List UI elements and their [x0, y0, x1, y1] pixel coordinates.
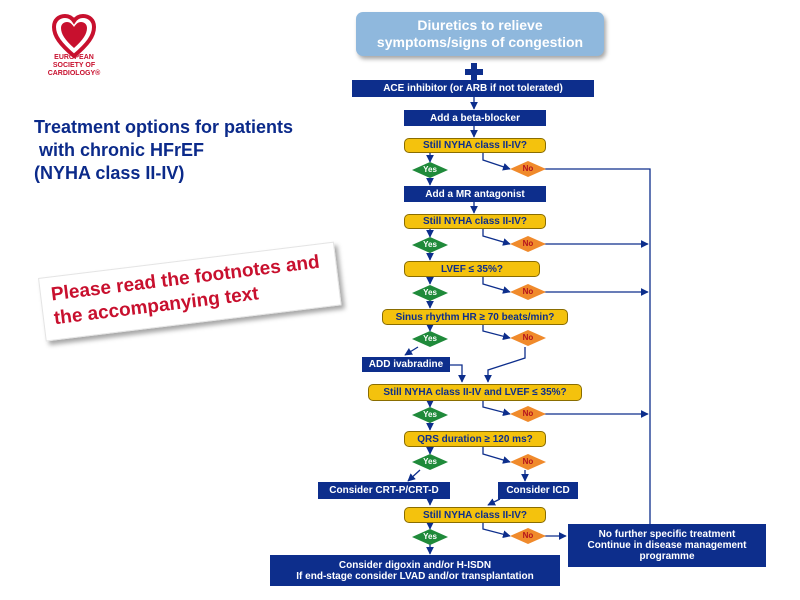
yes-diamond-shape: [412, 162, 448, 178]
page-title: Treatment options for patients with chro…: [34, 117, 294, 183]
ace-inhibitor-box: ACE inhibitor (or ARB if not tolerated): [352, 80, 594, 97]
esc-logo-text: EUROPEAN SOCIETY OF CARDIOLOGY®: [47, 54, 101, 77]
yes-label: Yes: [423, 240, 437, 249]
no-branch-1: No: [510, 161, 546, 177]
mr-antagonist-box: Add a MR antagonist: [404, 186, 546, 202]
no-label: No: [522, 287, 534, 296]
yes-diamond-shape: [412, 331, 448, 347]
question-nyha-lvef: Still NYHA class II-IV and LVEF ≤ 35%?: [368, 384, 582, 401]
no-branch-3: No: [510, 284, 546, 300]
yes-label: Yes: [423, 532, 437, 541]
no-branch-7: No: [510, 528, 546, 544]
no-branch-6: No: [510, 454, 546, 470]
no-diamond-shape: [510, 528, 546, 544]
no-label: No: [522, 531, 534, 540]
no-label: No: [522, 333, 534, 342]
icd-box: Consider ICD: [498, 482, 578, 499]
yes-label: Yes: [423, 457, 437, 466]
yes-label: Yes: [423, 334, 437, 343]
no-branch-2: No: [510, 236, 546, 252]
yes-branch-4: Yes: [412, 331, 448, 347]
question-nyha-1: Still NYHA class II-IV?: [404, 138, 546, 153]
digoxin-box: Consider digoxin and/or H-ISDN If end-st…: [270, 555, 560, 586]
no-diamond-shape: [510, 284, 546, 300]
plus-icon: [465, 63, 483, 81]
crt-box: Consider CRT-P/CRT-D: [318, 482, 450, 499]
yes-branch-7: Yes: [412, 529, 448, 545]
no-diamond-shape: [510, 454, 546, 470]
yes-branch-6: Yes: [412, 454, 448, 470]
no-diamond-shape: [510, 406, 546, 422]
question-nyha-2: Still NYHA class II-IV?: [404, 214, 546, 229]
question-lvef: LVEF ≤ 35%?: [404, 261, 540, 277]
ivabradine-box: ADD ivabradine: [362, 357, 450, 372]
no-branch-5: No: [510, 406, 546, 422]
esc-heart-logo-icon: [51, 13, 97, 59]
yes-diamond-shape: [412, 407, 448, 423]
question-sinus-rhythm: Sinus rhythm HR ≥ 70 beats/min?: [382, 309, 568, 325]
no-label: No: [522, 409, 534, 418]
yes-branch-1: Yes: [412, 162, 448, 178]
yes-diamond-shape: [412, 237, 448, 253]
no-label: No: [522, 457, 534, 466]
no-diamond-shape: [510, 236, 546, 252]
question-qrs: QRS duration ≥ 120 ms?: [404, 431, 546, 447]
yes-label: Yes: [423, 288, 437, 297]
yes-label: Yes: [423, 410, 437, 419]
yes-branch-2: Yes: [412, 237, 448, 253]
no-diamond-shape: [510, 330, 546, 346]
diuretics-box: Diuretics to relieve symptoms/signs of c…: [356, 12, 604, 56]
yes-diamond-shape: [412, 285, 448, 301]
yes-branch-3: Yes: [412, 285, 448, 301]
yes-branch-5: Yes: [412, 407, 448, 423]
yes-diamond-shape: [412, 529, 448, 545]
no-further-treatment-box: No further specific treatment Continue i…: [568, 524, 766, 567]
no-branch-4: No: [510, 330, 546, 346]
no-diamond-shape: [510, 161, 546, 177]
esc-logo: [50, 12, 98, 82]
question-nyha-3: Still NYHA class II-IV?: [404, 507, 546, 523]
beta-blocker-box: Add a beta-blocker: [404, 110, 546, 126]
yes-diamond-shape: [412, 454, 448, 470]
no-label: No: [522, 164, 534, 173]
no-label: No: [522, 239, 534, 248]
yes-label: Yes: [423, 165, 437, 174]
